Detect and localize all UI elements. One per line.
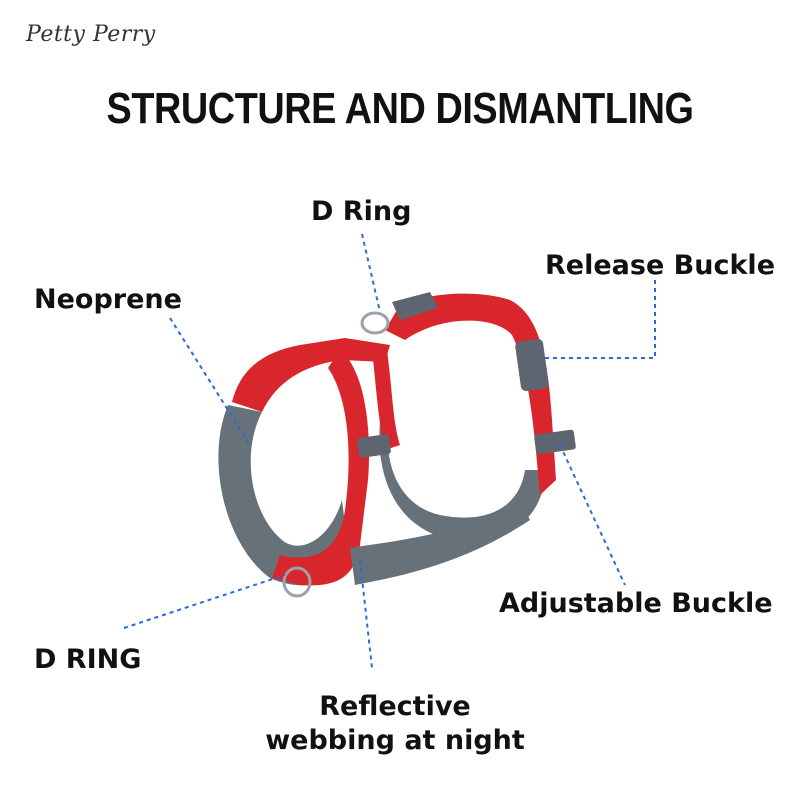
chest-strap (350, 500, 530, 585)
neoprene-padding-right (379, 405, 545, 541)
leader-neoprene (169, 317, 251, 446)
release-buckle-icon (515, 338, 549, 392)
d-ring-top-icon (360, 311, 390, 335)
label-reflective-line2: webbing at night (265, 725, 525, 756)
webbing-left-loop (232, 338, 390, 412)
leader-release-buckle (545, 280, 656, 359)
webbing-right-front (372, 345, 400, 450)
leader-d-ring-bottom (123, 574, 286, 629)
label-reflective-webbing: Reflective webbing at night (0, 690, 790, 758)
adjustable-buckle-right-icon (534, 429, 576, 455)
leader-adjustable-buckle (559, 444, 626, 586)
brand-logo: Petty Perry (26, 22, 156, 47)
label-release-buckle: Release Buckle (545, 250, 776, 281)
leader-d-ring-top (361, 233, 381, 313)
label-d-ring-top: D Ring (311, 196, 412, 227)
label-adjustable-buckle: Adjustable Buckle (499, 588, 773, 619)
adjustable-buckle-left-icon (357, 434, 391, 458)
top-connector-icon (392, 292, 438, 320)
label-reflective-line1: Reflective (319, 691, 471, 722)
page-title: STRUCTURE AND DISMANTLING (106, 84, 694, 133)
d-ring-bottom-icon (282, 566, 312, 598)
webbing-left-front (272, 350, 370, 586)
label-d-ring-bottom: D RING (34, 644, 142, 675)
neoprene-padding-left (218, 405, 350, 586)
label-neoprene: Neoprene (34, 284, 182, 315)
leader-reflective (359, 559, 373, 669)
webbing-right-loop (385, 293, 556, 495)
